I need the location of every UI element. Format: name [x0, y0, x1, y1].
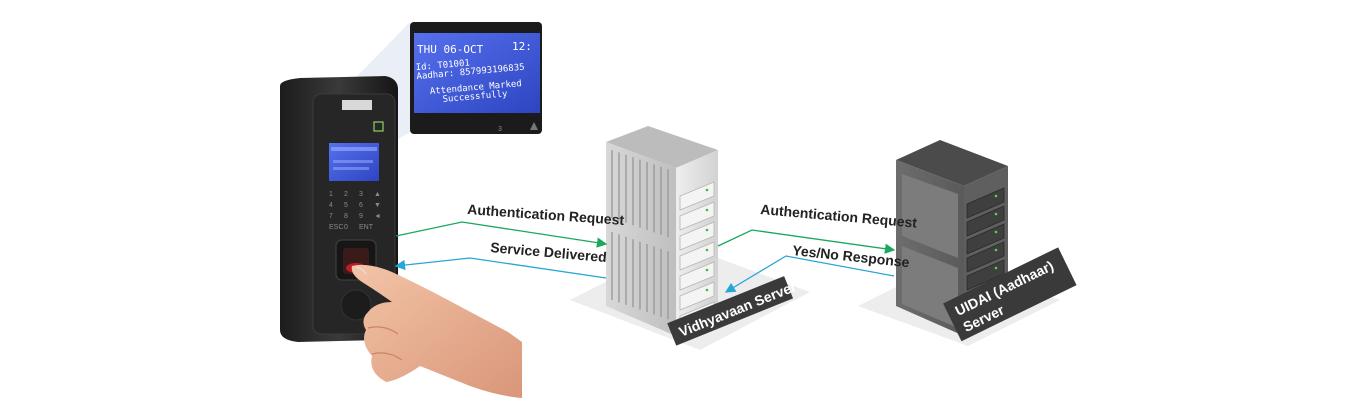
- keypad-key: 1: [329, 191, 333, 198]
- keypad-key: 8: [344, 213, 348, 220]
- vidhyavaan-server: Vidhyavaan Server: [570, 126, 810, 350]
- uidai-drive-led-icon: [994, 266, 998, 270]
- device-brand-logo: [342, 100, 372, 110]
- service-delivered-arrow: [394, 257, 607, 279]
- yes-no-response-arrow: [724, 255, 895, 293]
- device-lcd-line: [333, 160, 373, 163]
- keypad-key: 3: [359, 191, 363, 198]
- uidai-drive-bay: [966, 187, 1005, 219]
- hand-image: [351, 264, 522, 398]
- drive-led-icon: [705, 288, 709, 292]
- device-lcd-line: [331, 147, 377, 151]
- server-top: [606, 126, 718, 168]
- keypad-key: 4: [329, 202, 333, 209]
- zoom-key-mark: 3: [498, 126, 502, 133]
- drive-bay: [679, 261, 715, 291]
- uidai-drive-bay: [966, 241, 1005, 273]
- drive-bay: [679, 221, 715, 251]
- service-delivered-label: Service Delivered: [490, 239, 608, 265]
- fingernail: [355, 266, 367, 275]
- hand: [351, 264, 522, 398]
- zoom-lcd-screen: [414, 33, 540, 113]
- drive-bay: [679, 281, 715, 311]
- drive-led-icon: [705, 248, 709, 252]
- uidai-door-bottom: [902, 246, 958, 328]
- hand-crease: [371, 352, 403, 361]
- auth-request-label-left: Authentication Request: [467, 201, 625, 228]
- hand-crease: [367, 326, 399, 335]
- keypad-key: ▼: [374, 202, 381, 209]
- drive-led-icon: [705, 268, 709, 272]
- keypad-key: 2: [344, 191, 348, 198]
- keypad-key: ENT: [359, 224, 374, 231]
- auth-request-arrow-right: [717, 229, 896, 254]
- keypad-key: ESC: [329, 224, 343, 231]
- yes-no-response-label: Yes/No Response: [792, 242, 911, 270]
- keypad-key: 0: [344, 224, 348, 231]
- drive-led-icon: [705, 188, 709, 192]
- uidai-drive-led-icon: [994, 230, 998, 234]
- keypad-key: ▲: [374, 191, 381, 198]
- keypad-key: 5: [344, 202, 348, 209]
- uidai-drive-led-icon: [994, 248, 998, 252]
- drive-led-icon: [705, 208, 709, 212]
- drive-bay: [679, 181, 715, 211]
- auth-request-label-right: Authentication Request: [760, 201, 918, 231]
- uidai-server: UIDAI (Aadhaar) Server: [858, 140, 1077, 346]
- uidai-top: [896, 140, 1008, 186]
- auth-request-arrow-left: [395, 221, 608, 248]
- keypad-key: 7: [329, 213, 333, 220]
- keypad-key: 9: [359, 213, 363, 220]
- device-lcd-line: [333, 167, 369, 170]
- drive-bay: [679, 241, 715, 271]
- uidai-drive-bay: [966, 205, 1005, 237]
- uidai-drive-led-icon: [994, 212, 998, 216]
- uidai-drive-led-icon: [994, 194, 998, 198]
- server-vents: [611, 150, 669, 320]
- keypad-key: 6: [359, 202, 363, 209]
- zoom-up-arrow-icon: [530, 122, 538, 130]
- keypad-key: ◄: [374, 213, 381, 220]
- uidai-door-top: [902, 174, 958, 258]
- lcd-id: Id: T01001: [415, 58, 470, 73]
- drive-bay: [679, 201, 715, 231]
- uidai-drive-bay: [966, 223, 1005, 255]
- drive-led-icon: [705, 228, 709, 232]
- lcd-date: THU 06-OCT: [417, 43, 484, 56]
- lcd-time: 12:: [512, 40, 532, 53]
- card-reader: [340, 289, 372, 321]
- server-front: [606, 142, 676, 336]
- status-led-icon: [373, 121, 384, 132]
